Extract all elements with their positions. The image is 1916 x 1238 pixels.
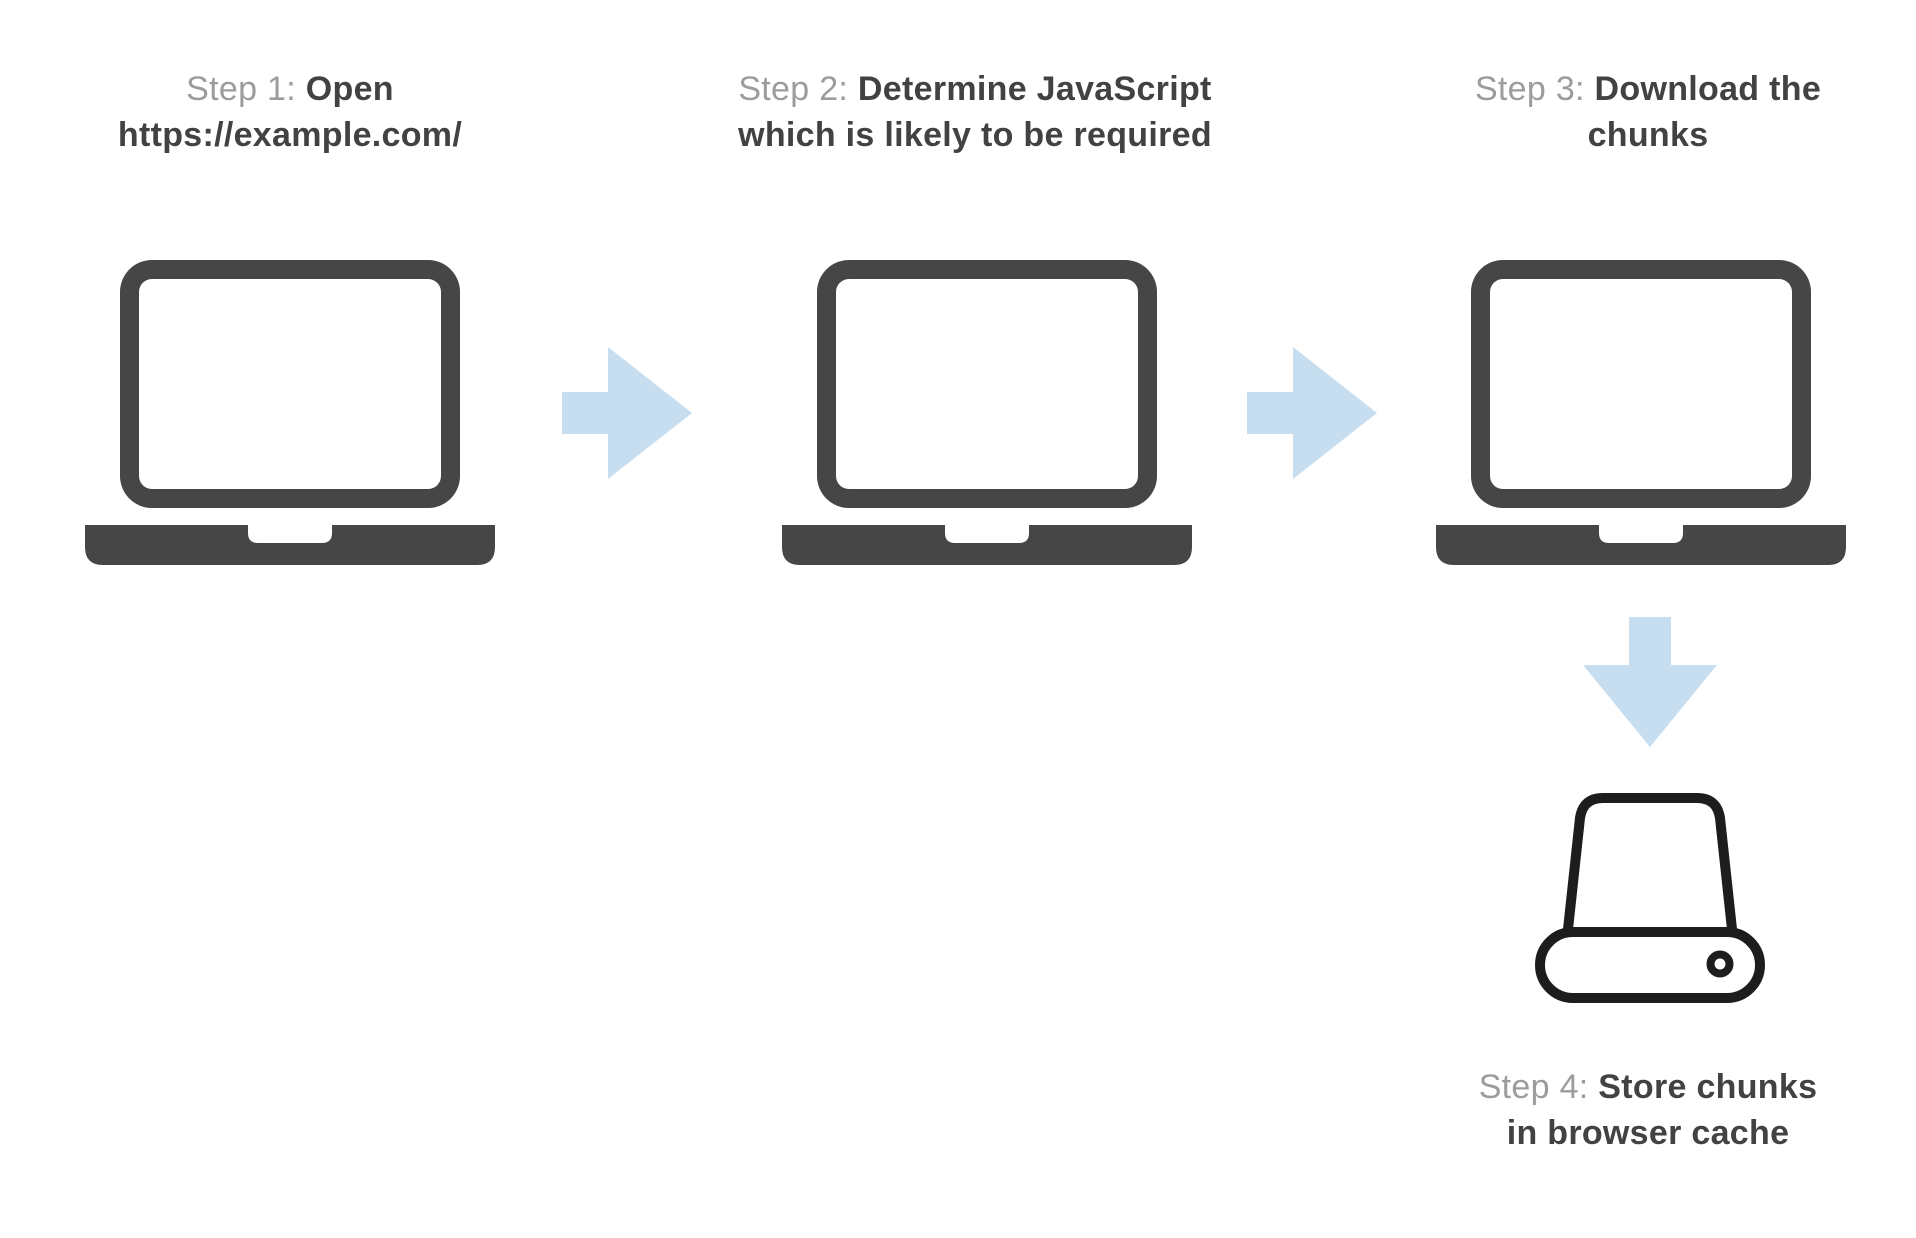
step-1-label: Step 1: — [186, 70, 306, 108]
caption-line: chunks — [1587, 116, 1709, 154]
arrow-down-icon — [1583, 617, 1717, 747]
step-1-url: https://example.com/ — [117, 116, 463, 154]
step-2-caption: Step 2: Determine JavaScript which is li… — [715, 66, 1235, 158]
drive-led-dot — [1706, 950, 1734, 978]
laptop-icon — [1436, 260, 1846, 565]
caption-line: in browser cache — [1506, 1114, 1790, 1152]
caption-line: Step 1: Open — [186, 70, 394, 108]
caption-line: Step 3: Download the — [1474, 70, 1822, 108]
step-2-label: Step 2: — [738, 70, 858, 108]
step-3-caption: Step 3: Download the chunks — [1388, 66, 1908, 158]
caption-line: Step 2: Determine JavaScript — [738, 70, 1212, 108]
caption-line: Step 4: Store chunks — [1478, 1068, 1818, 1106]
caption-line: which is likely to be required — [738, 116, 1212, 154]
hard-drive-icon — [1535, 793, 1765, 1003]
laptop-icon — [85, 260, 495, 565]
arrow-right-icon — [1247, 347, 1377, 479]
step-1-caption: Step 1: Open https://example.com/ — [30, 66, 550, 158]
arrow-right-icon — [562, 347, 692, 479]
laptop-icon — [782, 260, 1192, 565]
step-4-caption: Step 4: Store chunks in browser cache — [1388, 1064, 1908, 1156]
caption-line: https://example.com/ — [30, 112, 550, 158]
step-3-label: Step 3: — [1474, 70, 1595, 108]
step-4-label: Step 4: — [1478, 1068, 1599, 1106]
